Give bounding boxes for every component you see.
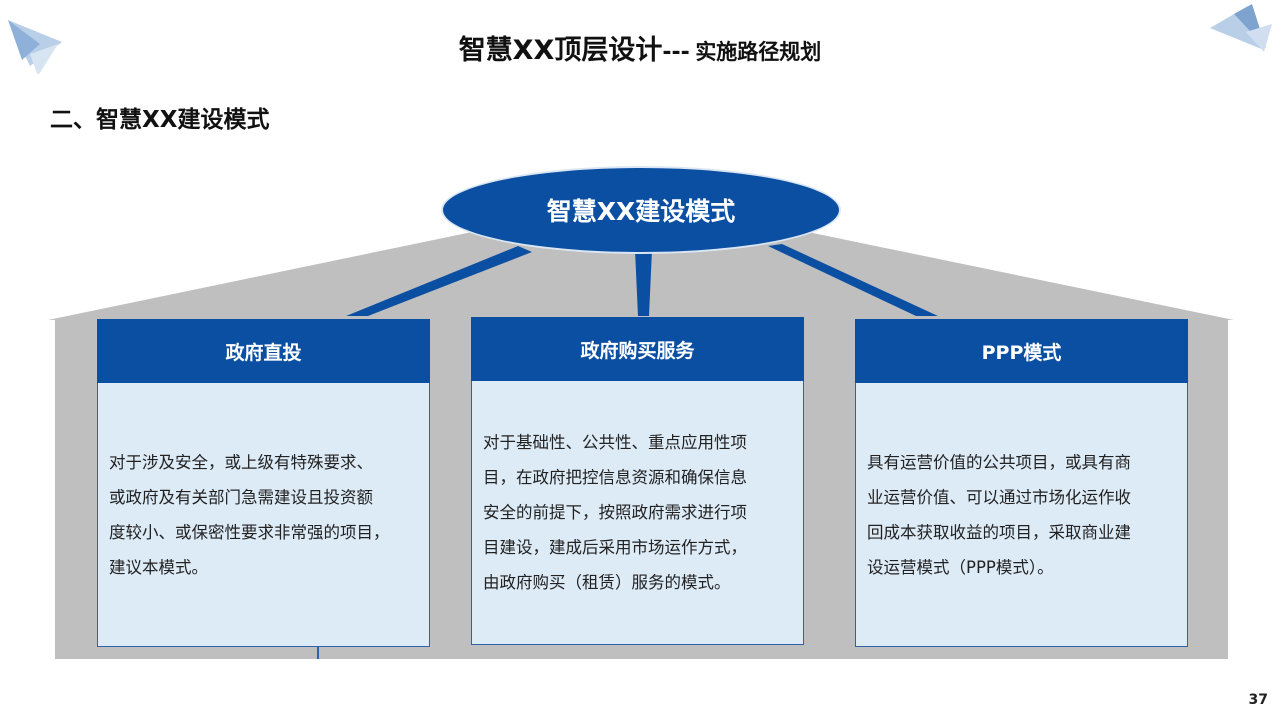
card-government-purchase: 政府购买服务 对于基础性、公共性、重点应用性项 目，在政府把控信息资源和确保信息… xyxy=(471,317,804,645)
title-main: 智慧XX顶层设计 xyxy=(458,35,663,66)
card-body: 具有运营价值的公共项目，或具有商 业运营价值、可以通过市场化运作收 回成本获取收… xyxy=(855,383,1188,647)
card-title: 政府购买服务 xyxy=(471,317,804,381)
title-separator: --- xyxy=(662,40,690,65)
corner-decoration-left-icon xyxy=(8,20,62,74)
card-text-line: 对于涉及安全，或上级有特殊要求、 xyxy=(109,452,373,472)
card-title: 政府直投 xyxy=(97,319,430,383)
connector-right xyxy=(768,244,938,316)
connector-center xyxy=(635,250,652,316)
connector-left xyxy=(346,246,532,316)
corner-decoration-right-icon xyxy=(1210,4,1272,52)
card-text-line: 建议本模式。 xyxy=(109,557,208,577)
card-text-line: 安全的前提下，按照政府需求进行项 xyxy=(483,503,747,522)
center-node: 智慧XX建设模式 xyxy=(441,166,841,254)
card-title: PPP模式 xyxy=(855,319,1188,383)
card-text-line: 回成本获取收益的项目，采取商业建 xyxy=(867,522,1131,542)
card-text-line: 目，在政府把控信息资源和确保信息 xyxy=(483,468,747,487)
card-text-line: 度较小、或保密性要求非常强的项目， xyxy=(109,522,390,542)
card-text-line: 具有运营价值的公共项目，或具有商 xyxy=(867,452,1131,472)
section-heading: 二、智慧XX建设模式 xyxy=(50,107,270,133)
card-text-line: 目建设，建成后采用市场运作方式， xyxy=(483,538,747,557)
card-text-line: 由政府购买（租赁）服务的模式。 xyxy=(483,573,731,592)
title-sub: 实施路径规划 xyxy=(695,40,822,64)
card-text-line: 或政府及有关部门急需建设且投资额 xyxy=(109,487,373,507)
card-text-line: 设运营模式（PPP模式）。 xyxy=(867,557,1054,577)
slide-title: 智慧XX顶层设计--- 实施路径规划 xyxy=(0,28,1280,67)
card-body: 对于涉及安全，或上级有特殊要求、 或政府及有关部门急需建设且投资额 度较小、或保… xyxy=(97,383,430,647)
page-number: 37 xyxy=(1248,692,1268,708)
card-text-line: 业运营价值、可以通过市场化运作收 xyxy=(867,487,1131,507)
card-government-direct: 政府直投 对于涉及安全，或上级有特殊要求、 或政府及有关部门急需建设且投资额 度… xyxy=(97,319,430,647)
card-body: 对于基础性、公共性、重点应用性项 目，在政府把控信息资源和确保信息 安全的前提下… xyxy=(471,381,804,645)
card-ppp: PPP模式 具有运营价值的公共项目，或具有商 业运营价值、可以通过市场化运作收 … xyxy=(855,319,1188,647)
card-text-line: 对于基础性、公共性、重点应用性项 xyxy=(483,433,747,452)
